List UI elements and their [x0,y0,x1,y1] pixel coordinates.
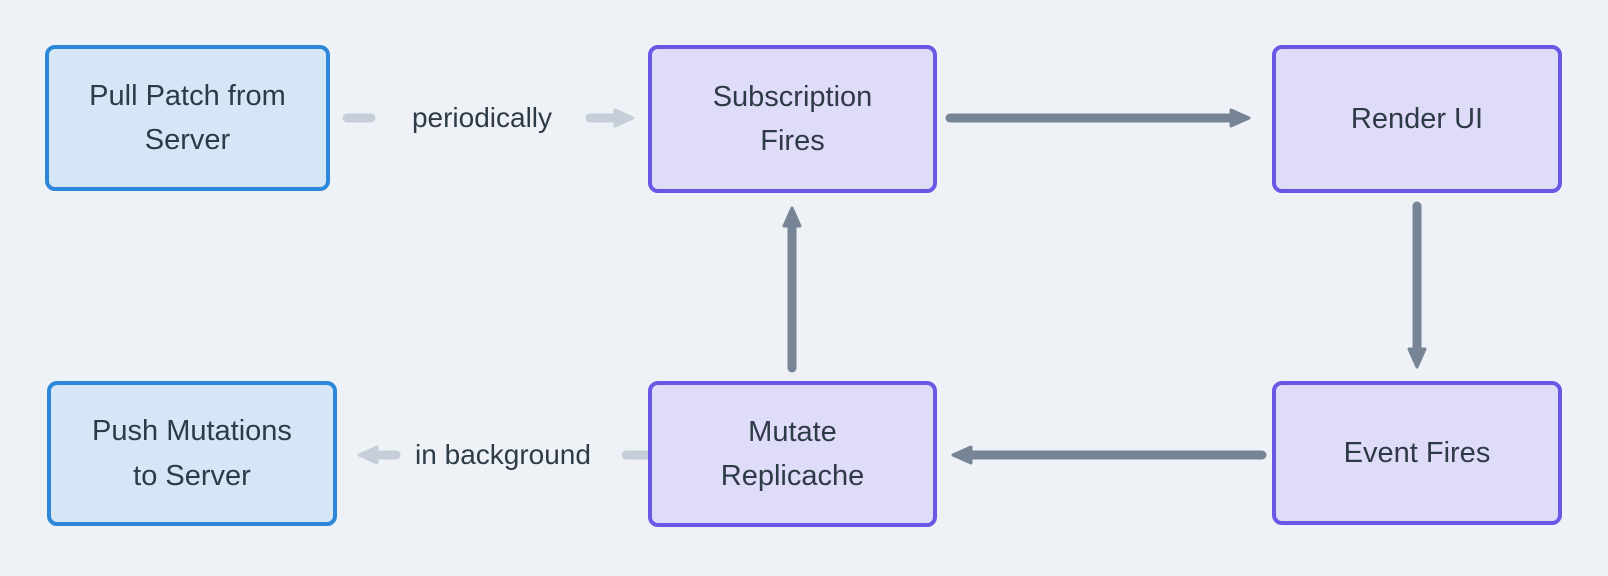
node-push-mutations-to-server: Push Mutations to Server [47,381,337,526]
node-pull-patch-from-server: Pull Patch from Server [45,45,330,191]
edge-label-in-background: in background [415,439,591,470]
node-label: Render UI [1350,102,1484,135]
node-label: Push Mutations to Server [92,415,292,492]
node-label: Subscription Fires [712,80,873,157]
node-subscription-fires: Subscription Fires [648,45,937,193]
node-label: Mutate Replicache [720,415,865,492]
node-event-fires: Event Fires [1272,381,1562,525]
node-label: Pull Patch from Server [89,79,286,156]
edge-label-periodically: periodically [411,102,553,133]
node-mutate-replicache: Mutate Replicache [648,381,937,527]
node-render-ui: Render UI [1272,45,1562,193]
node-label: Event Fires [1343,436,1491,469]
